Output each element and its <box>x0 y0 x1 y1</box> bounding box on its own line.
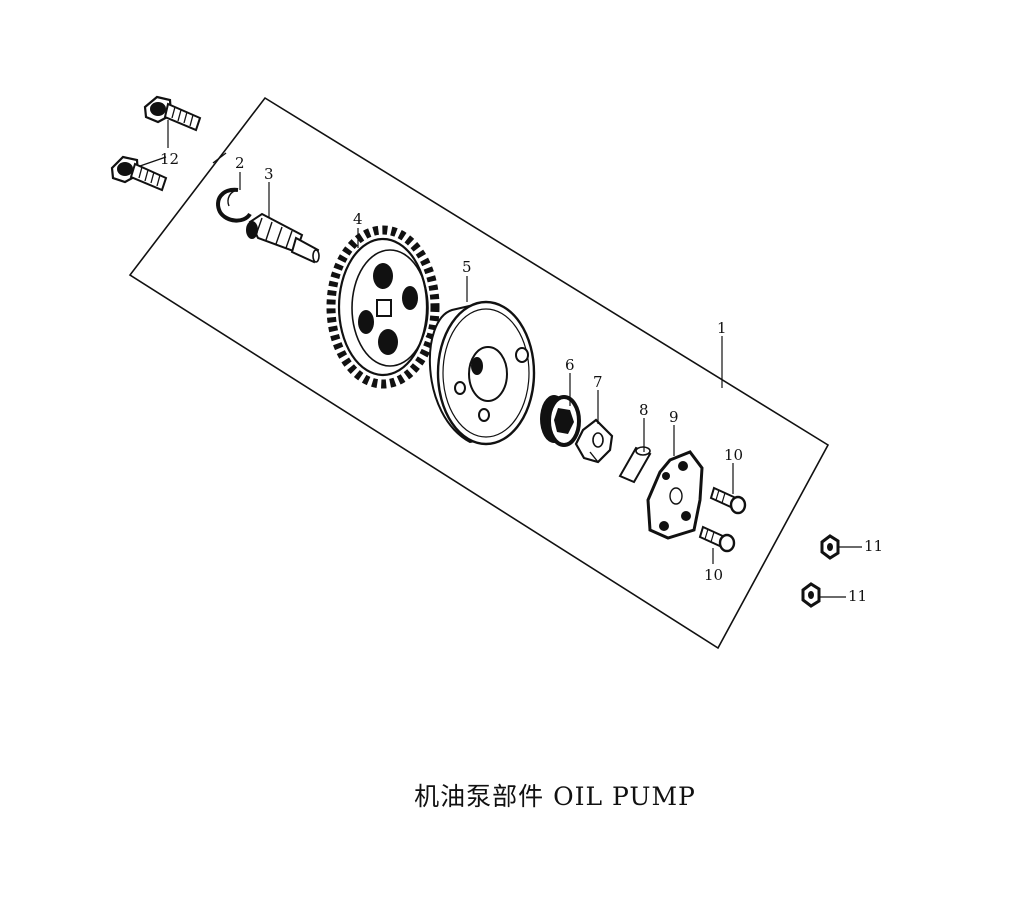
screw-10-upper <box>709 486 747 515</box>
callout-3: 3 <box>264 165 274 183</box>
callout-10-lower: 10 <box>704 566 723 584</box>
callout-11-upper: 11 <box>864 537 883 555</box>
flange-bolt-12-upper <box>143 95 202 132</box>
leader-lines <box>139 120 862 598</box>
callout-2: 2 <box>235 154 245 172</box>
callout-8: 8 <box>639 401 649 419</box>
pump-body-5 <box>428 300 536 446</box>
callout-9: 9 <box>669 408 679 426</box>
pin-8 <box>618 446 652 484</box>
drive-shaft-3 <box>246 212 320 264</box>
nut-11-lower <box>801 582 821 608</box>
snap-ring-2 <box>216 187 252 223</box>
callout-10-upper: 10 <box>724 446 743 464</box>
diagram-caption: 机油泵部件 OIL PUMP <box>414 782 696 811</box>
screw-10-lower <box>698 525 736 553</box>
assembly-outline <box>128 96 830 650</box>
pump-cover-9 <box>646 450 704 540</box>
callout-12: 12 <box>160 150 179 168</box>
callout-6: 6 <box>565 356 575 374</box>
sprocket-gear-4 <box>326 225 471 389</box>
callout-5: 5 <box>462 258 472 276</box>
callout-11-lower: 11 <box>848 587 867 605</box>
flange-bolt-12-lower <box>110 155 168 192</box>
callout-4: 4 <box>353 210 363 228</box>
nut-11-upper <box>820 534 840 560</box>
outer-rotor-6 <box>540 395 581 447</box>
callout-1: 1 <box>717 319 727 337</box>
inner-rotor-7 <box>574 418 614 464</box>
callout-7: 7 <box>593 373 603 391</box>
